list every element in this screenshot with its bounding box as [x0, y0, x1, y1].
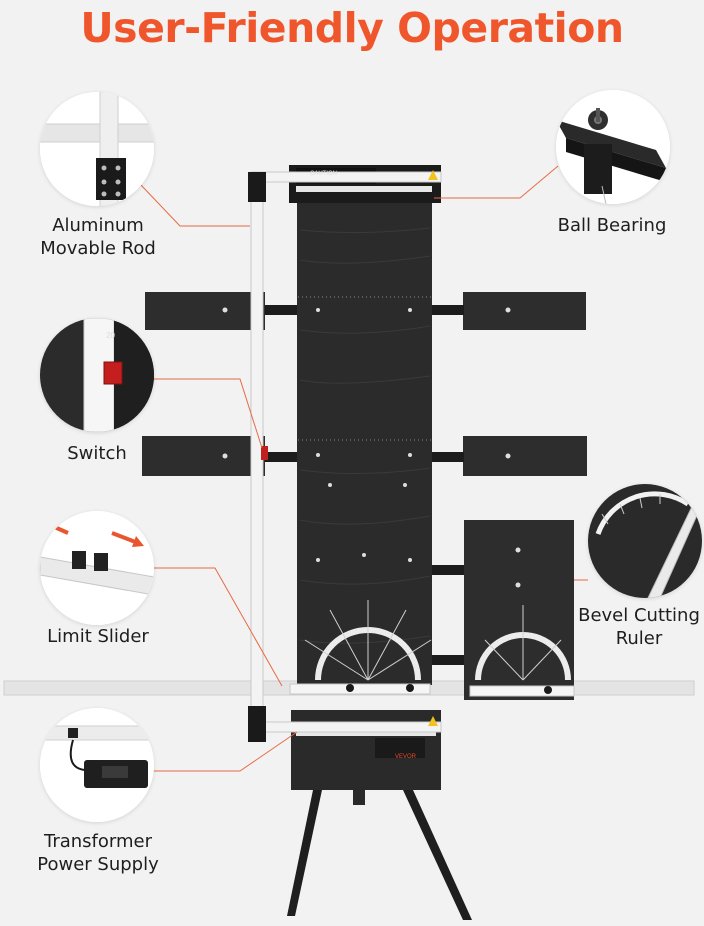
- aluminum-rod-label: Aluminum Movable Rod: [18, 214, 178, 260]
- transformer-label-line2: Power Supply: [37, 854, 159, 875]
- switch-detail-icon: 20: [40, 318, 154, 432]
- bevel-ruler-detail-icon: [588, 484, 702, 598]
- bevel-ruler-detail: [588, 484, 702, 598]
- page-title: User-Friendly Operation: [80, 4, 624, 52]
- transformer-label: Transformer Power Supply: [18, 830, 178, 876]
- limit-slider-detail-icon: [40, 511, 154, 625]
- aluminum-rod-detail-icon: [40, 92, 154, 206]
- switch-label-line1: Switch: [67, 443, 127, 464]
- aluminum-rod-detail: [40, 92, 154, 206]
- svg-text:20: 20: [106, 331, 115, 340]
- transformer-label-line1: Transformer: [43, 831, 152, 852]
- ball-bearing-detail: [556, 90, 670, 204]
- ball-bearing-label-line1: Ball Bearing: [557, 215, 667, 236]
- warning-triangle-icon: [428, 716, 438, 726]
- limit-slider-label: Limit Slider: [28, 625, 168, 648]
- switch-label: Switch: [37, 442, 157, 465]
- bevel-ruler-label-line1: Bevel Cutting: [578, 605, 700, 626]
- ball-bearing-label: Ball Bearing: [542, 214, 682, 237]
- brand-label: VEVOR: [395, 754, 417, 760]
- warning-triangle-icon: [428, 170, 438, 180]
- ball-bearing-detail-icon: [556, 90, 670, 204]
- aluminum-rod-label-line1: Aluminum: [52, 215, 144, 236]
- power-supply-detail: [40, 708, 154, 822]
- power-supply-detail-icon: [40, 708, 154, 822]
- bevel-ruler-label: Bevel Cutting Ruler: [576, 604, 702, 650]
- caution-label: CAUTION: [310, 171, 337, 177]
- limit-slider-detail: [40, 511, 154, 625]
- aluminum-rod-label-line2: Movable Rod: [40, 238, 156, 259]
- bevel-ruler-label-line2: Ruler: [615, 628, 663, 649]
- limit-slider-label-line1: Limit Slider: [47, 626, 149, 647]
- switch-detail: 20: [40, 318, 154, 432]
